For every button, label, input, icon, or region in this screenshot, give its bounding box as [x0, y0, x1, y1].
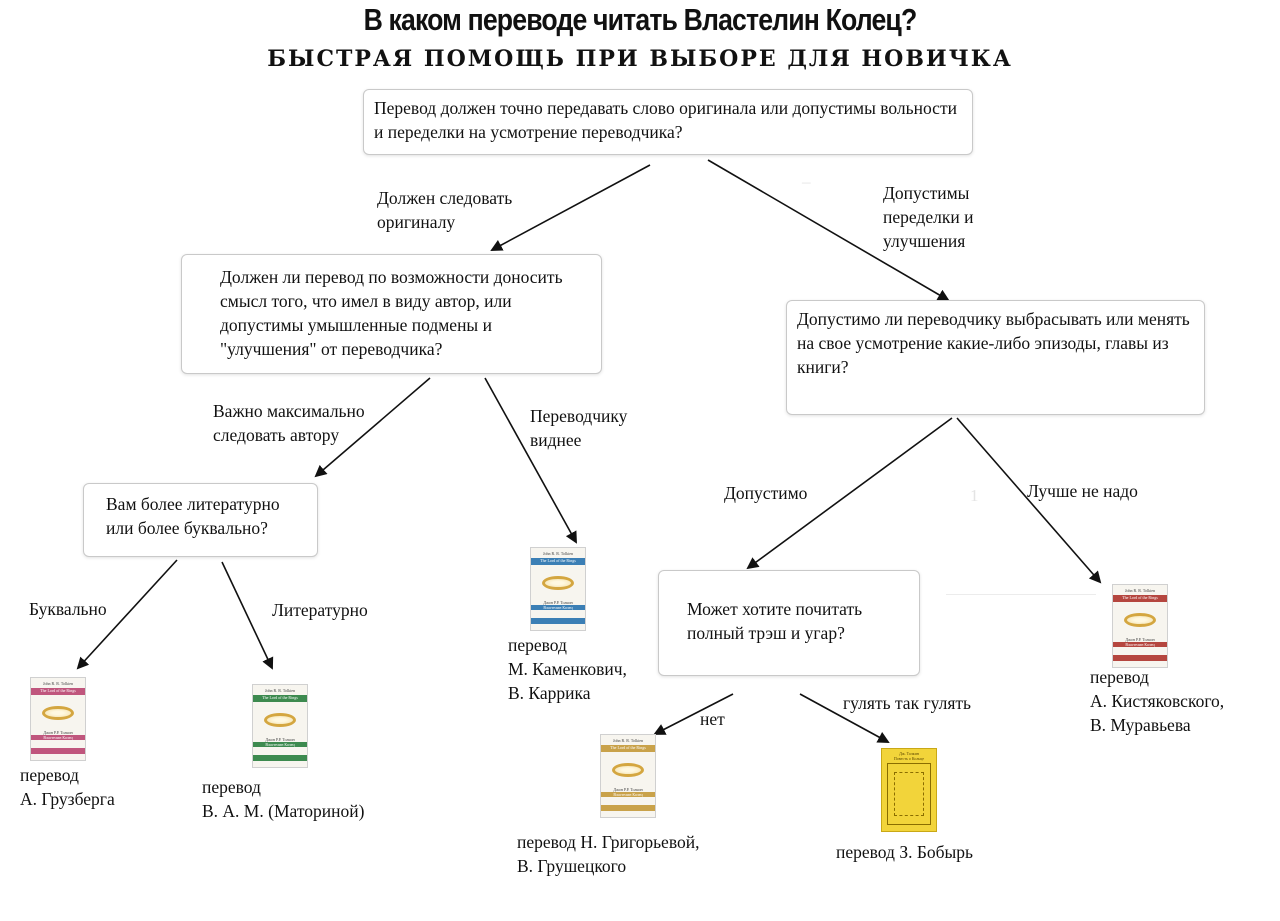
faint-divider [946, 594, 1096, 595]
arrow-q5-to-bobyr [799, 693, 890, 743]
edge-label-translator-knows: Переводчику виднее [530, 406, 628, 450]
arrow-q1-to-q3 [707, 159, 950, 302]
edge-label-follow-author: Важно максимально следовать автору [213, 401, 365, 445]
question-box-1: Перевод должен точно передавать слово ор… [363, 89, 973, 155]
question-box-2: Должен ли перевод по возможности доносит… [181, 254, 602, 374]
question-box-5: Может хотите почитать полный трэш и угар… [658, 570, 920, 676]
arrow-q1-to-q2 [490, 164, 651, 251]
page-subtitle: Быстрая помощь при выборе для новичка [267, 46, 1013, 72]
arrow-q3-to-kistyakovsky [956, 417, 1102, 584]
question-text: Должен ли перевод по возможности доносит… [220, 267, 563, 359]
faint-mark: 1 [970, 486, 979, 505]
edge-label-alterations-ok: Допустимы переделки и улучшения [883, 183, 974, 251]
arrow-q4-to-matorina [221, 561, 274, 670]
edge-label-literal: Буквально [29, 599, 107, 619]
question-box-4: Вам более литературно или более буквальн… [83, 483, 318, 557]
edge-label-literary: Литературно [272, 600, 368, 620]
faint-mark: – [802, 172, 811, 191]
arrow-q5-to-grigorieva [653, 693, 734, 735]
question-text: Допустимо ли переводчику выбрасывать или… [797, 309, 1190, 377]
arrow-q2-to-kamenkovich [484, 377, 577, 544]
arrow-q4-to-gruzberg [76, 559, 178, 670]
edge-label-follow-original: Должен следовать оригиналу [377, 188, 513, 232]
page-title: В каком переводе читать Властелин Колец? [363, 2, 918, 37]
edge-label-better-not: Лучше не надо [1027, 481, 1138, 501]
arrow-q2-to-q4 [314, 377, 431, 478]
result-grigorieva: перевод Н. Григорьевой,В. Грушецкого [517, 832, 700, 876]
edge-label-no: нет [700, 709, 725, 729]
question-text: Может хотите почитать полный трэш и угар… [687, 599, 863, 643]
result-bobyr: перевод З. Бобырь [836, 842, 974, 862]
edge-label-allowed: Допустимо [724, 483, 808, 503]
edge-label-go-wild: гулять так гулять [843, 693, 972, 713]
question-box-3: Допустимо ли переводчику выбрасывать или… [786, 300, 1205, 415]
question-text: Перевод должен точно передавать слово ор… [374, 98, 957, 142]
question-text: Вам более литературно или более буквальн… [106, 494, 280, 538]
arrow-q3-to-q5 [746, 417, 953, 570]
